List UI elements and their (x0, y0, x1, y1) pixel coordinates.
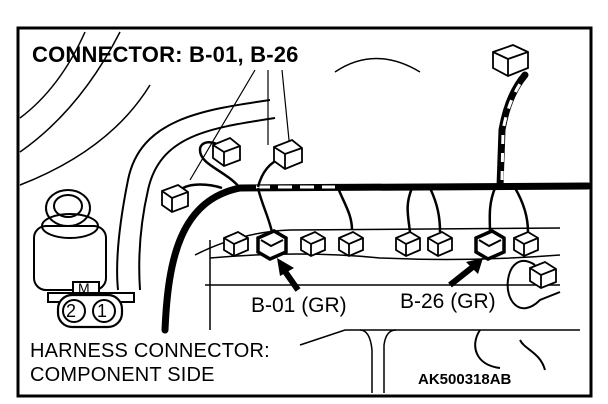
connector-key-label: M (78, 280, 90, 296)
connector-upper-1 (212, 136, 241, 168)
diagram-title: CONNECTOR: B-01, B-26 (32, 42, 299, 67)
caption-line-2: COMPONENT SIDE (30, 364, 215, 386)
connector-upper-3 (161, 183, 189, 214)
engine-cover-arc (334, 57, 421, 73)
cable-bottom (474, 329, 546, 371)
figure-frame (16, 26, 593, 398)
connector-upper-2 (273, 138, 303, 171)
wire-upper-3 (179, 183, 223, 192)
arrow-b01 (277, 258, 301, 292)
connector-lower-4 (338, 230, 364, 258)
pin-label-1: 1 (97, 301, 108, 321)
coolant-hose (116, 99, 276, 291)
engine-block-outline (205, 240, 561, 393)
harness-branch-tape (500, 77, 526, 181)
label-b26: B-26 (GR) (400, 290, 496, 313)
harness-branch-upper (496, 71, 529, 190)
arrow-b26 (448, 258, 483, 288)
figure-code: AK500318AB (418, 371, 512, 388)
pin-label-2: 2 (66, 301, 77, 321)
connector-top-right (492, 44, 529, 77)
connector-b26 (474, 229, 506, 261)
connector-lower-5 (395, 230, 421, 258)
connector-b01 (256, 229, 288, 261)
connector-face-icon (47, 281, 135, 329)
wire-upper-1 (198, 141, 241, 189)
drop-wires (256, 187, 530, 233)
engine-contour-arcs (19, 31, 151, 186)
lower-bracket (299, 329, 580, 346)
label-b01: B-01 (GR) (251, 294, 347, 317)
main-harness-trunk (161, 182, 592, 334)
leader-lines (189, 69, 291, 181)
connector-lower-8 (513, 230, 539, 258)
caption-line-1: HARNESS CONNECTOR: (30, 340, 270, 362)
connector-lower-3 (300, 230, 326, 258)
cable-right (506, 260, 561, 310)
connector-row (223, 230, 539, 258)
connector-lower-1 (223, 230, 249, 258)
connector-lower-6 (427, 230, 453, 258)
reservoir-tank (33, 189, 107, 291)
connector-right-lower (529, 260, 557, 290)
